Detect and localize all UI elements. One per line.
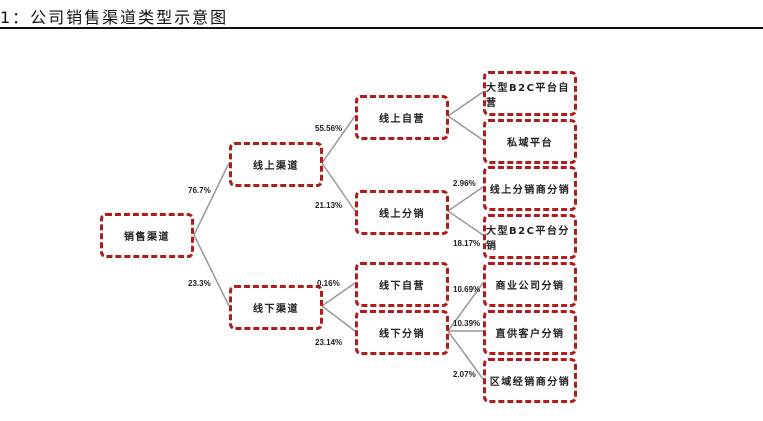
connector [193, 162, 230, 236]
share-label: 76.7% [188, 186, 211, 195]
node-commercial-company: 商业公司分销 [483, 262, 577, 307]
node-sales-channels: 销售渠道 [100, 213, 194, 258]
connector [447, 115, 484, 141]
title-rule [0, 27, 763, 29]
share-label: 2.96% [453, 179, 476, 188]
share-label: 10.69% [453, 285, 481, 294]
share-label: 55.56% [315, 124, 343, 133]
connector [447, 210, 484, 236]
node-regional-distributor: 区域经销商分销 [483, 358, 577, 403]
node-online-distributor: 线上分销商分销 [483, 166, 577, 211]
node-online-channel: 线上渠道 [229, 142, 323, 187]
share-label: 23.3% [188, 279, 211, 288]
connector [321, 305, 356, 332]
share-label: 23.14% [315, 338, 343, 347]
node-offline-distribution: 线下分销 [355, 310, 449, 355]
connector [447, 91, 484, 117]
node-b2c-self-operated: 大型B2C平台自营 [483, 71, 577, 116]
share-label: 18.17% [453, 239, 481, 248]
share-label: 21.13% [315, 201, 343, 210]
connector [321, 162, 356, 212]
node-online-distribution: 线上分销 [355, 190, 449, 235]
node-online-self-operated: 线上自营 [355, 95, 449, 140]
connector [321, 115, 356, 164]
node-direct-customer: 直供客户分销 [483, 310, 577, 355]
share-label: 10.39% [453, 319, 481, 328]
connector [447, 330, 484, 380]
connector [321, 282, 356, 307]
figure-title: 1：公司销售渠道类型示意图 [0, 8, 229, 27]
share-label: 0.16% [317, 279, 340, 288]
connector [447, 186, 484, 212]
connector [447, 282, 484, 332]
node-offline-self-operated: 线下自营 [355, 262, 449, 307]
share-label: 2.07% [453, 370, 476, 379]
node-b2c-distribution: 大型B2C平台分销 [483, 214, 577, 259]
node-offline-channel: 线下渠道 [229, 285, 323, 330]
connector [193, 234, 230, 307]
node-private-domain: 私域平台 [483, 119, 577, 164]
